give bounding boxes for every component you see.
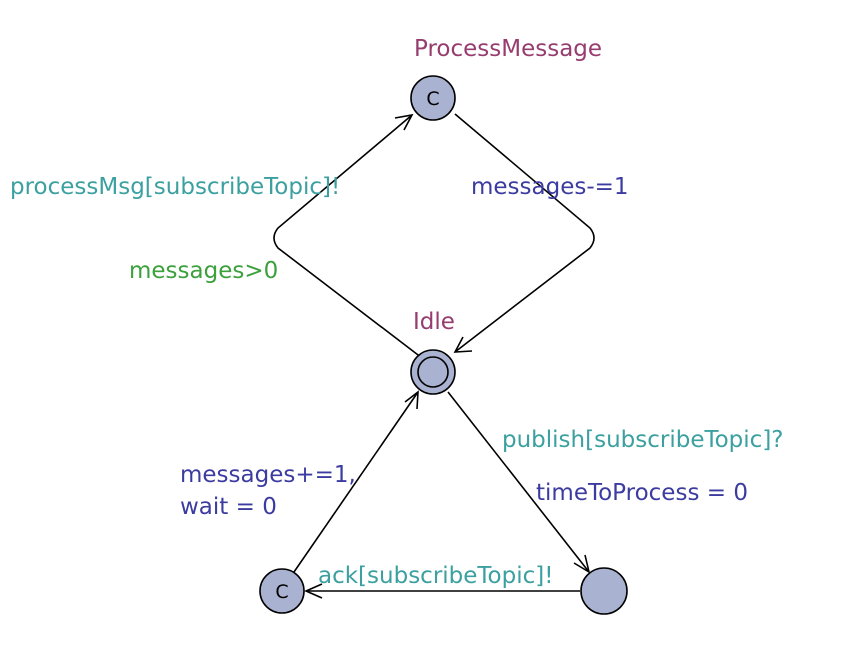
sync-label-process-msg: processMsg[subscribeTopic]! [10,174,341,200]
assignment-label-messages-decrement: messages-=1 [471,174,629,200]
location-publish-state[interactable] [580,567,628,615]
initial-marker [417,356,449,388]
edge-ack-state-to-idle [293,391,419,573]
guard-label-messages-positive: messages>0 [129,258,279,284]
arrowhead-ack-state [304,583,323,599]
location-name-process-message: ProcessMessage [414,36,603,62]
assignment-label-wait-reset: wait = 0 [180,494,277,520]
assignment-label-time-to-process: timeToProcess = 0 [536,480,748,506]
sync-label-publish: publish[subscribeTopic]? [502,427,784,453]
location-idle[interactable] [410,349,456,395]
arrowhead-publish-state [573,554,591,574]
committed-mark: C [275,581,288,603]
location-process-message[interactable]: C [410,75,456,121]
edge-process-message-to-idle [454,113,595,353]
edge-idle-to-publish-state [447,391,590,573]
location-ack-state[interactable]: C [259,568,305,614]
committed-mark: C [426,88,439,110]
location-name-idle: Idle [413,309,455,335]
arrowhead-idle-from-process [453,336,473,353]
assignment-label-messages-increment: messages+=1, [180,462,356,488]
sync-label-ack: ack[subscribeTopic]! [318,563,554,589]
arrowhead-idle-from-ack [404,390,419,410]
edge-idle-to-process-message [273,114,423,359]
arrowhead-process-message [394,113,414,131]
